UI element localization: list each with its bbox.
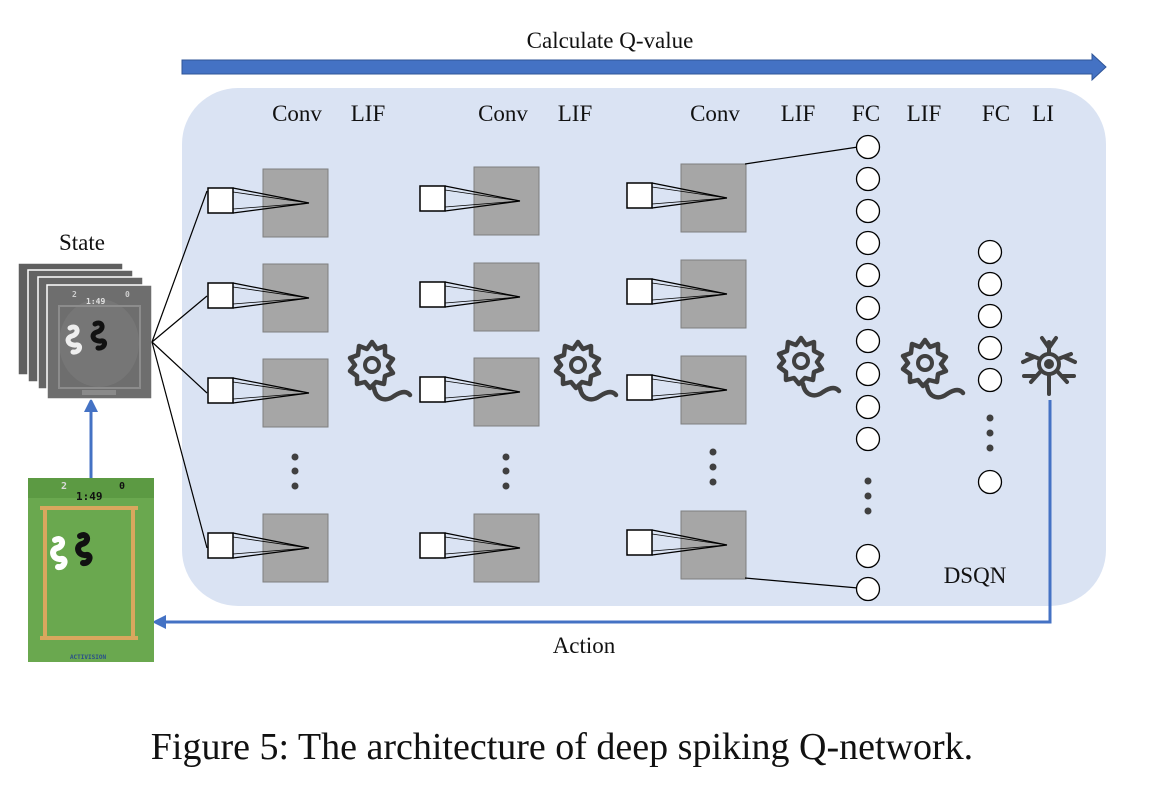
ellipsis-dot <box>291 453 299 461</box>
conv-block <box>626 259 747 329</box>
fc1-neuron <box>855 426 881 452</box>
conv-block <box>419 357 540 427</box>
ellipsis-dot <box>502 482 510 490</box>
fc1-neuron <box>855 576 881 602</box>
ellipsis-dot <box>986 414 994 422</box>
ellipsis-dot <box>709 478 717 486</box>
ellipsis-dot <box>709 463 717 471</box>
header-lif-1: LIF <box>351 101 386 126</box>
conv-kernel <box>207 187 310 214</box>
ellipsis-dot <box>291 467 299 475</box>
conv-block <box>419 262 540 332</box>
conv-kernel <box>207 282 310 309</box>
fc2-neuron <box>977 303 1003 329</box>
state-frame-score-right: 0 <box>125 290 130 299</box>
conv-block <box>626 163 747 233</box>
ellipsis-dot <box>986 444 994 452</box>
conv-block <box>626 355 747 425</box>
fc1-neuron <box>855 394 881 420</box>
layer-headers: Conv LIF Conv LIF Conv LIF FC LIF FC LI <box>272 101 1054 126</box>
figure-caption: Figure 5: The architecture of deep spiki… <box>151 726 973 768</box>
fc1-neuron <box>855 230 881 256</box>
header-fc-1: FC <box>852 101 880 126</box>
conv-kernel <box>626 374 728 401</box>
state-frame-score-left: 2 <box>72 290 77 299</box>
calculate-q-value-label: Calculate Q-value <box>527 28 694 53</box>
state-to-conv-lines <box>151 190 208 549</box>
action-arrow <box>152 400 1052 629</box>
header-li: LI <box>1032 101 1054 126</box>
conv-kernel <box>419 376 521 403</box>
conv-block <box>626 510 747 580</box>
header-conv-1: Conv <box>272 101 322 126</box>
fc1-neuron <box>855 328 881 354</box>
ellipsis-dot <box>864 507 872 515</box>
conv-block <box>207 513 329 583</box>
conv-block <box>207 358 329 428</box>
state-label: State <box>59 230 105 255</box>
conv-block <box>419 513 540 583</box>
ellipsis-dot <box>864 477 872 485</box>
conv-layers <box>207 163 747 583</box>
calculate-q-value-arrow <box>181 52 1107 82</box>
ellipsis-dot <box>502 453 510 461</box>
header-conv-2: Conv <box>478 101 528 126</box>
conv-to-fc-line-bottom <box>744 577 859 589</box>
game-score-right: 0 <box>119 481 125 492</box>
conv-to-fc-line-top <box>744 146 859 165</box>
fc1-neuron <box>855 166 881 192</box>
conv-kernel <box>419 185 521 212</box>
fc1-neuron <box>855 134 881 160</box>
fc1-neuron <box>855 262 881 288</box>
conv-block <box>207 263 329 333</box>
action-label: Action <box>553 633 616 658</box>
conv-kernel <box>626 182 728 209</box>
conv-kernel <box>626 529 728 556</box>
header-fc-2: FC <box>982 101 1010 126</box>
conv-kernel <box>419 281 521 308</box>
ellipsis-dot <box>864 492 872 500</box>
header-lif-4: LIF <box>907 101 942 126</box>
conv-kernel <box>207 532 310 559</box>
fc1-neuron <box>855 295 881 321</box>
ellipsis-dot <box>709 448 717 456</box>
conv-block <box>207 168 329 238</box>
ellipsis-dot <box>291 482 299 490</box>
state-frame-stack: 2 0 1:49 <box>17 262 153 400</box>
game-brand: ACTIVISION <box>70 654 107 661</box>
fc2-neuron <box>977 367 1003 393</box>
fc2-neuron <box>977 239 1003 265</box>
fc1-neuron <box>855 198 881 224</box>
game-environment-screen: 2 0 1:49 ACTIVISION <box>28 478 154 662</box>
conv-kernel <box>626 278 728 305</box>
conv-kernel <box>207 377 310 404</box>
conv-kernel <box>419 532 521 559</box>
fc1-neuron <box>855 543 881 569</box>
game-score-left: 2 <box>61 481 67 492</box>
li-neuron-icon <box>1021 336 1077 396</box>
header-lif-2: LIF <box>558 101 593 126</box>
fc1-neuron <box>855 361 881 387</box>
fc2-neuron <box>977 469 1003 495</box>
conv-block <box>419 166 540 236</box>
game-timer: 1:49 <box>76 490 103 503</box>
fc-neurons <box>855 134 1003 602</box>
fc2-neuron <box>977 335 1003 361</box>
state-arrow <box>84 398 98 478</box>
ellipsis-dot <box>502 467 510 475</box>
network-name-label: DSQN <box>944 563 1007 588</box>
fc2-neuron <box>977 271 1003 297</box>
state-frame-timer: 1:49 <box>86 297 105 306</box>
header-conv-3: Conv <box>690 101 740 126</box>
header-lif-3: LIF <box>781 101 816 126</box>
ellipsis-dot <box>986 429 994 437</box>
